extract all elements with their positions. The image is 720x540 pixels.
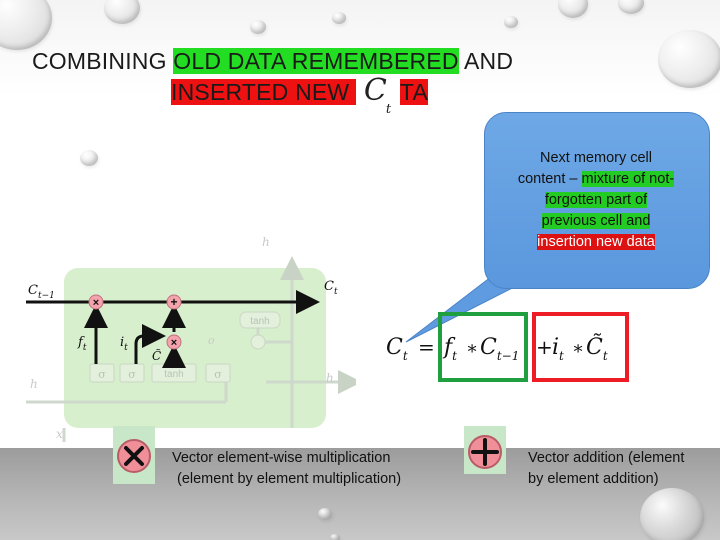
eq-op1: ∗ [466, 338, 478, 359]
multiply-op [88, 294, 104, 310]
c-prev-label: Ct−1 [28, 283, 55, 301]
plus-icon [464, 426, 506, 474]
eq-c-tilde: C̃t [586, 334, 608, 363]
sigma-label: σ [214, 368, 222, 381]
cell-state-equation: Ct = ft ∗ Ct−1 + it ∗ C̃t [386, 334, 608, 363]
forget-term-box [438, 312, 528, 382]
title-end: AND [458, 48, 514, 74]
slide-title: COMBINING OLD DATA REMEMBERED AND INSERT… [32, 46, 514, 117]
water-drop [504, 16, 518, 28]
eq-equals: = [418, 335, 435, 359]
f-t-label: ft [77, 335, 87, 353]
water-drop [558, 0, 588, 18]
water-drop [658, 30, 720, 88]
h-prev-label: h [30, 377, 38, 391]
eq-lhs: Ct [386, 335, 408, 363]
water-drop [330, 534, 340, 540]
x-t-label: x [56, 427, 63, 441]
title-highlight-red-b: TA [399, 79, 429, 105]
callout-text: Next memory cell content – mixture of no… [517, 150, 675, 250]
tanh-top-label: tanh [250, 316, 269, 327]
c-t-label: Ct [324, 279, 338, 297]
eq-op2: ∗ [572, 338, 584, 359]
svg-text:×: × [171, 337, 177, 349]
title-highlight-red-a: INSERTED NEW [171, 79, 356, 105]
tanh-gate-label: tanh [164, 369, 183, 380]
multiply-icon [113, 426, 155, 484]
eq-plus: + [536, 335, 553, 359]
water-drop [318, 508, 332, 520]
add-legend: Vector addition (element by element addi… [528, 450, 685, 487]
sigma-label: σ [98, 368, 106, 381]
add-op [166, 294, 182, 310]
water-drop [80, 150, 98, 166]
multiply-op [166, 334, 182, 350]
water-drop [250, 20, 266, 34]
water-drop [618, 0, 644, 14]
h-t-top-label: h [262, 235, 270, 249]
c-tilde-label: C̃ [152, 348, 161, 363]
multiply-legend: Vector element-wise multiplication (elem… [172, 450, 402, 487]
svg-text:×: × [93, 297, 99, 309]
o-t-label: o [208, 334, 215, 347]
insert-term-box [532, 312, 629, 382]
water-drop [332, 12, 346, 24]
eq-c-prev: Ct−1 [480, 335, 519, 363]
eq-i: it [552, 335, 564, 363]
water-drop [640, 488, 704, 540]
i-t-label: it [120, 335, 128, 353]
h-t-right-label: h [326, 371, 334, 385]
lstm-cell-diagram: σ σ tanh σ tanh h o h h x × + × Ct−1 Ct … [26, 235, 356, 442]
title-plain: COMBINING [32, 48, 174, 74]
sigma-label: σ [128, 368, 136, 381]
title-highlight-green: OLD DATA REMEMBERED [173, 48, 459, 74]
svg-text:+: + [170, 295, 177, 309]
lstm-cell-body [64, 268, 326, 428]
